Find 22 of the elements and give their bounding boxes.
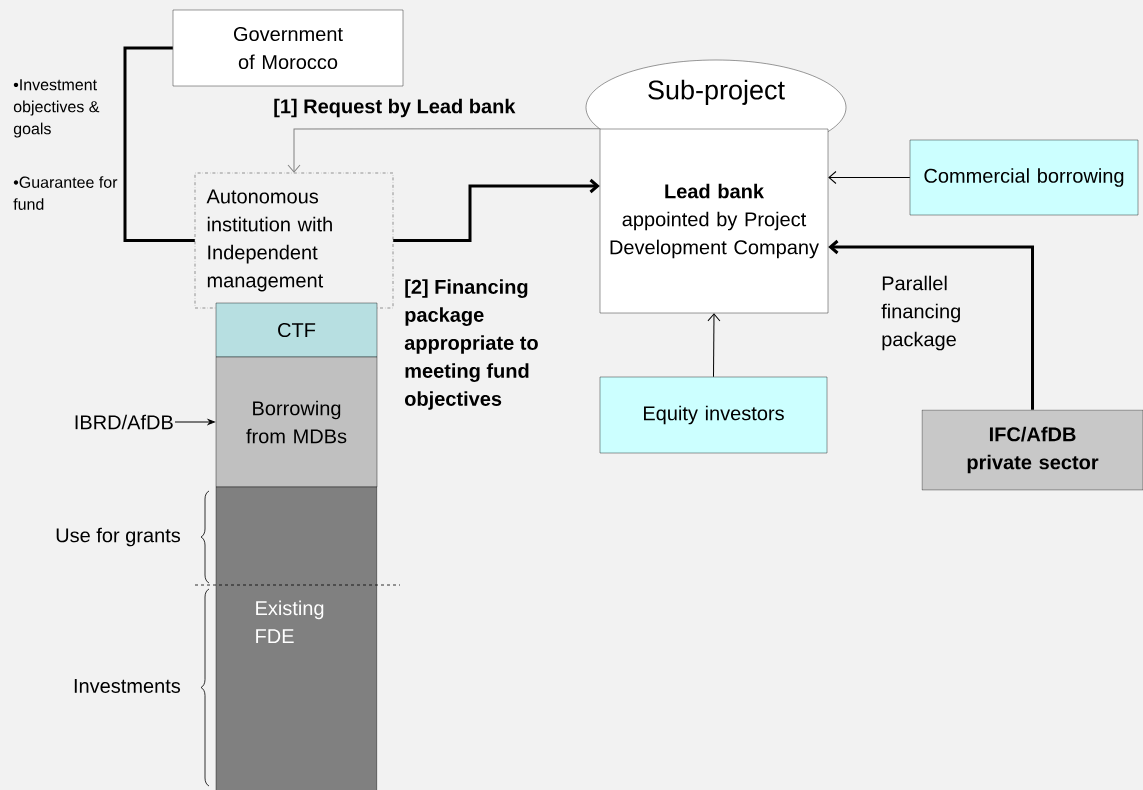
bar-segment: CTF [215, 302, 378, 358]
brace-label: Use for grants [56, 527, 181, 547]
process-box: Lead bank appointed by Project Development Company [599, 128, 829, 314]
arrow [174, 419, 215, 425]
bullet-note: •Investment objectives & goals [13, 79, 100, 138]
arrow [828, 239, 1034, 410]
process-box: Equity investors [599, 376, 828, 454]
process-box: IFC/AfDB private sector [921, 409, 1143, 491]
arrow [393, 178, 600, 242]
process-box: Government of Morocco [172, 9, 404, 87]
bar-segment: Existing FDE [215, 486, 378, 790]
arrow [287, 128, 601, 173]
edge-label: Parallel financing package [881, 275, 960, 351]
step-label: [2] Financing package appropriate to meeting fund objectives [404, 279, 538, 410]
arrow [707, 313, 721, 378]
bar-segment: Borrowing from MDBs [215, 356, 378, 488]
edge-label: [1] Request by Lead bank [274, 98, 516, 118]
process-box: Commercial borrowing [909, 139, 1139, 216]
bullet-note: •Guarantee for fund [13, 176, 118, 210]
bare-text: IBRD/AfDB [75, 414, 173, 430]
brace-label: Investments [74, 679, 181, 693]
arrow [828, 171, 911, 184]
